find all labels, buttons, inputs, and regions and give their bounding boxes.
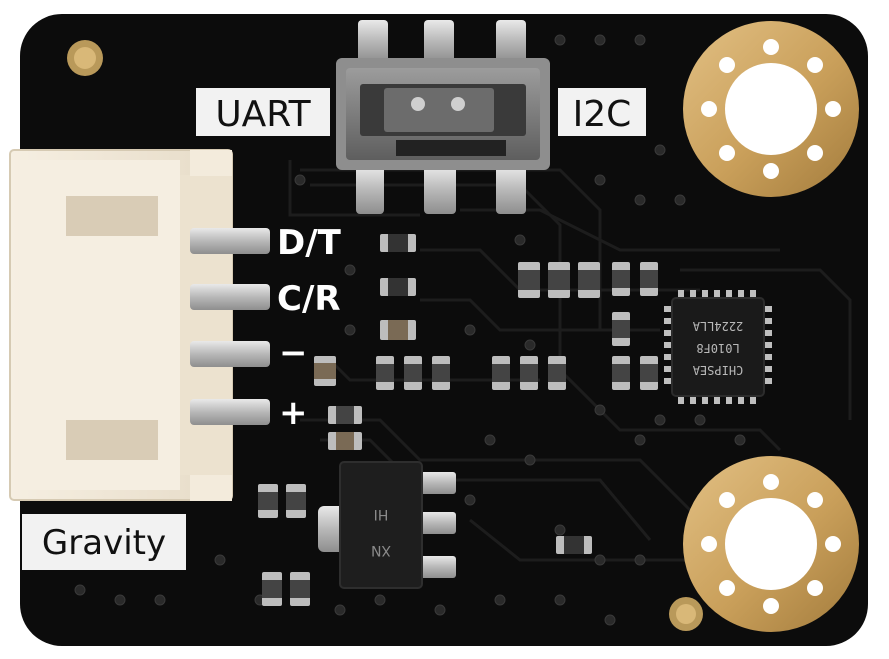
pin-label-gnd: −: [279, 333, 308, 373]
mounting-hole-top: [683, 21, 859, 197]
voltage-regulator: XN HI: [318, 461, 456, 589]
chip-marking-line-3: 2224LLA: [692, 319, 743, 333]
vias: [74, 34, 746, 626]
pin-label-cr: C/R: [277, 279, 341, 319]
mode-slide-switch: [336, 20, 550, 214]
chip-marking-line-2: L010F8: [696, 341, 739, 355]
main-ic-chip: CHIPSEA L010F8 2224LLA: [664, 290, 772, 404]
smd-components: [258, 234, 658, 606]
regulator-marking-line-2: HI: [374, 506, 389, 522]
mounting-hole-bottom: [683, 456, 859, 632]
pin-label-vcc: +: [279, 393, 308, 433]
gravity-label: Gravity: [42, 523, 166, 563]
gravity-connector: [9, 149, 270, 501]
uart-label-box: UART: [196, 88, 330, 136]
i2c-label-box: I2C: [558, 88, 646, 136]
uart-label: UART: [215, 94, 311, 135]
regulator-marking-line-1: XN: [371, 542, 391, 558]
i2c-label: I2C: [573, 94, 632, 135]
gravity-label-box: Gravity: [22, 514, 186, 570]
chip-marking-line-1: CHIPSEA: [692, 363, 743, 377]
pin-label-dt: D/T: [277, 223, 342, 263]
